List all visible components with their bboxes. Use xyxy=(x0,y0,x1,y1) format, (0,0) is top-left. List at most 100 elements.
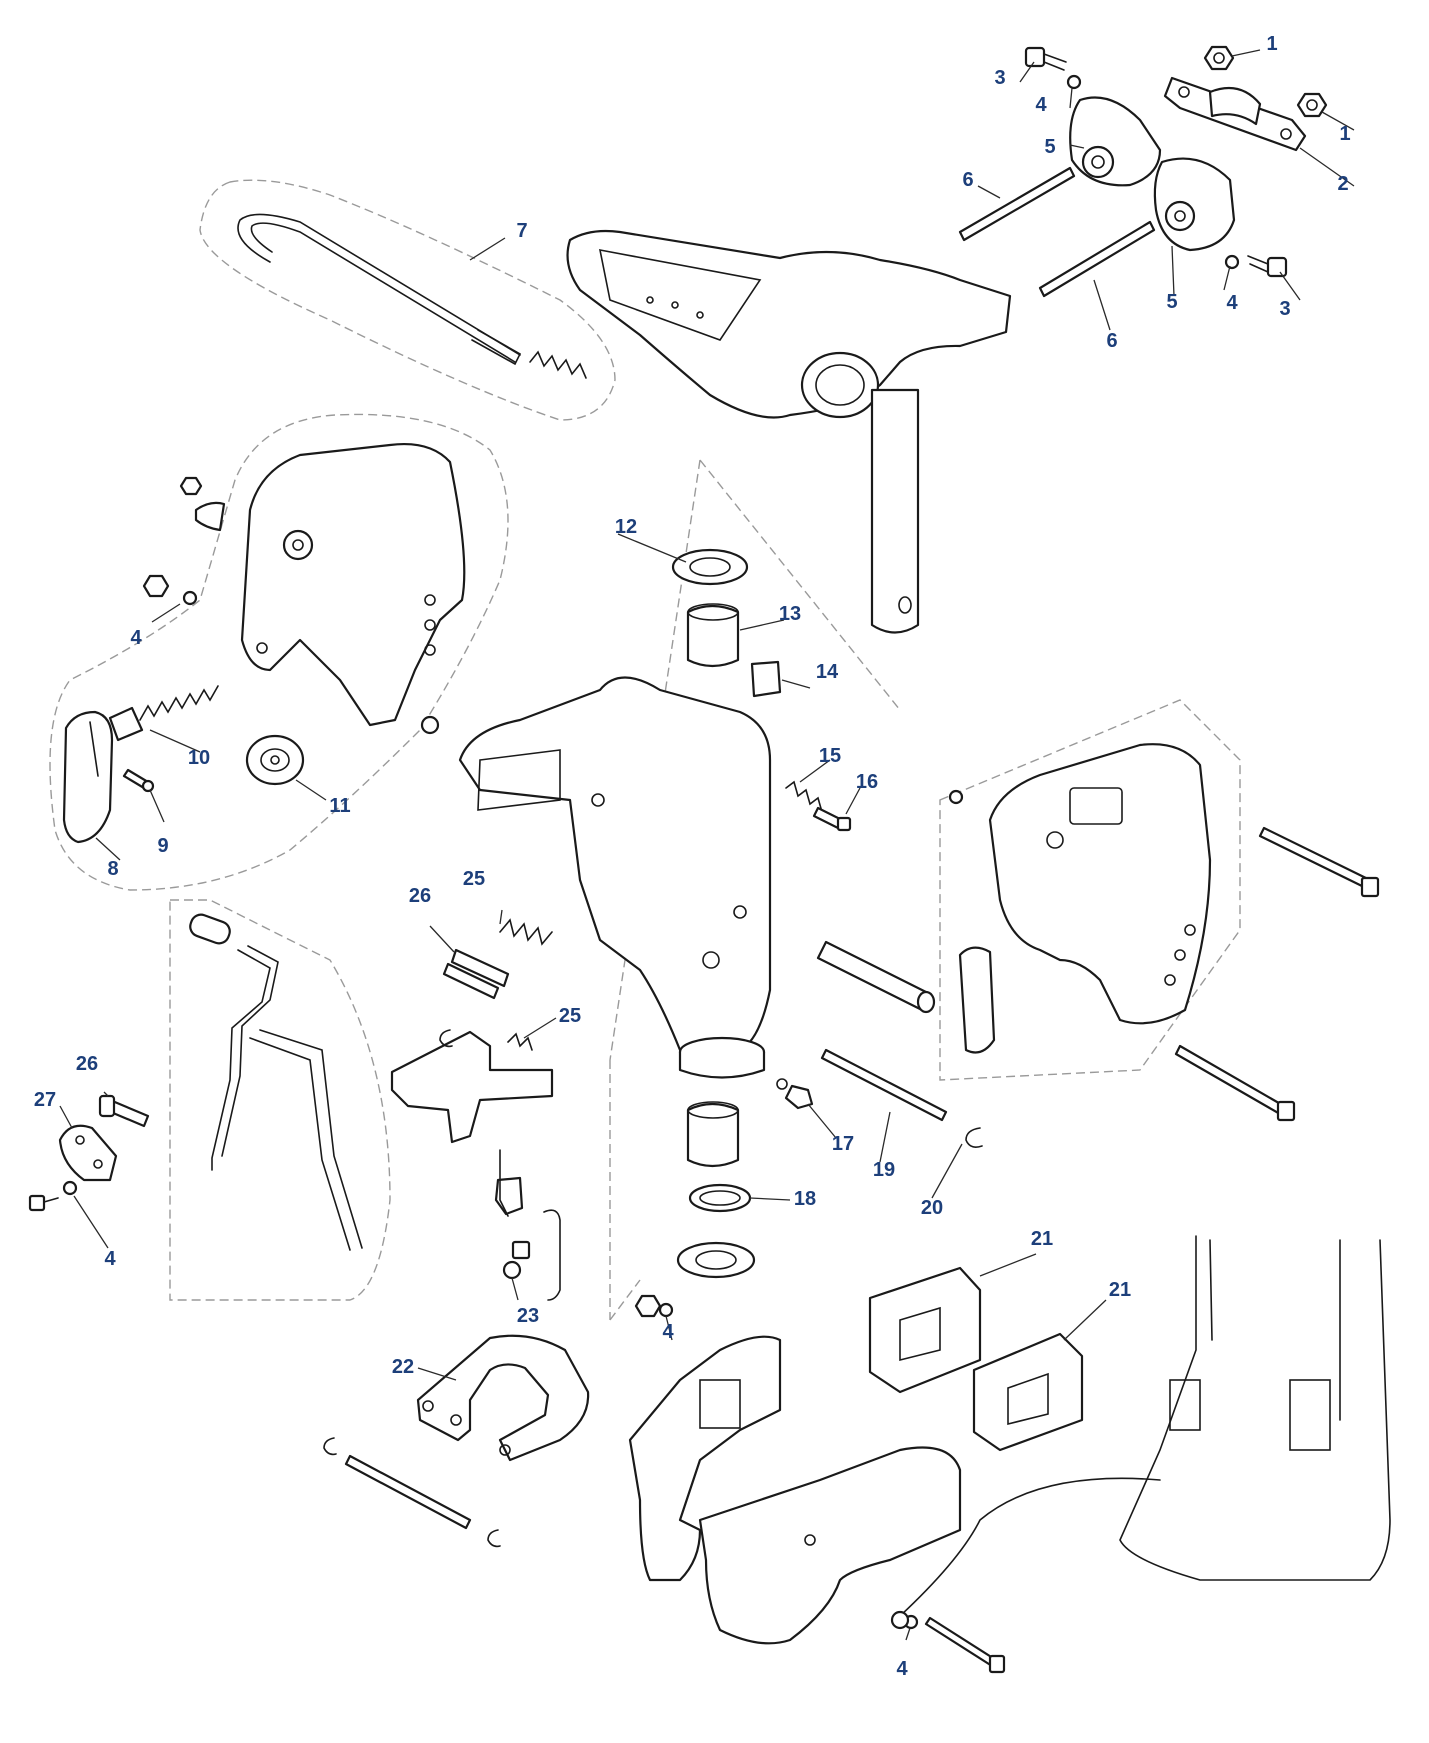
screw-lower-left xyxy=(28,1194,59,1212)
group-outline-left-clamp-bracket xyxy=(49,413,509,891)
tilt-lever-spring-7 xyxy=(529,350,587,379)
tilt-lock-link-rods xyxy=(189,913,363,1251)
mount-rubber-5-lower xyxy=(1153,157,1236,252)
callout-label: 6 xyxy=(962,169,973,191)
callout-label: 21 xyxy=(1109,1279,1131,1301)
bushing-lower xyxy=(686,1101,740,1168)
washer-lower xyxy=(676,1241,756,1279)
bolt-lower-center xyxy=(924,1616,1006,1674)
link-rod-short xyxy=(543,1209,561,1301)
clamp-bracket-left xyxy=(240,443,466,727)
grease-nipple-17 xyxy=(776,1078,814,1110)
thru-pin-lower-left xyxy=(344,1454,472,1530)
ground-wire-lead xyxy=(890,1477,1161,1630)
flange-nut-1-upper xyxy=(1203,45,1235,71)
tilt-lever-rod-7 xyxy=(237,213,522,366)
washer-4-a xyxy=(1066,74,1082,90)
callout-label: 1 xyxy=(1266,33,1277,55)
stud-6-lower xyxy=(1038,220,1156,298)
bolt-right-lower xyxy=(1174,1044,1296,1122)
callout-label: 15 xyxy=(819,745,841,767)
washer-12 xyxy=(671,548,749,586)
grommet-11 xyxy=(245,734,305,786)
lower-unit-outline xyxy=(1119,1235,1391,1581)
lock-nut-4-left xyxy=(142,574,170,598)
callout-label: 3 xyxy=(994,67,1005,89)
clip-left-bracket xyxy=(194,501,226,532)
callout-label: 25 xyxy=(559,1005,581,1027)
swivel-shaft xyxy=(870,388,920,634)
callout-label: 25 xyxy=(463,868,485,890)
snap-ring-20 xyxy=(965,1127,983,1148)
group-outline-right-clamp-bracket xyxy=(939,699,1241,1081)
callout-label: 18 xyxy=(794,1188,816,1210)
washer-4-b xyxy=(1224,254,1240,270)
callout-label: 4 xyxy=(896,1658,908,1680)
callout-label: 10 xyxy=(188,747,210,769)
collar-small xyxy=(420,715,440,735)
group-outline-swivel-shaft xyxy=(609,459,901,1321)
callout-label: 4 xyxy=(662,1321,674,1343)
fitting-23 xyxy=(502,1240,531,1280)
callout-label: 22 xyxy=(392,1356,414,1378)
spring-25-upper xyxy=(499,918,553,946)
callout-label: 16 xyxy=(856,771,878,793)
lock-nut-4-lower xyxy=(634,1294,662,1318)
callout-label: 5 xyxy=(1166,291,1177,313)
callout-label: 5 xyxy=(1044,136,1055,158)
callout-label: 26 xyxy=(76,1053,98,1075)
snap-ring-lower-left-a xyxy=(323,1437,337,1456)
pin-26-upper xyxy=(442,948,510,1000)
spring-15 xyxy=(785,780,823,813)
callout-label: 14 xyxy=(816,661,839,683)
tilt-lock-frame-22 xyxy=(416,1334,590,1462)
bolt-3-lower xyxy=(1247,255,1288,278)
lower-mount-housing xyxy=(628,1335,782,1582)
callout-label: 27 xyxy=(34,1089,56,1111)
callout-label: 26 xyxy=(409,885,431,907)
stud-6-upper xyxy=(958,166,1076,242)
swivel-housing xyxy=(458,676,772,1079)
callout-label: 1 xyxy=(1339,123,1350,145)
clamp-plate-2 xyxy=(1163,76,1307,152)
lock-nut-left-bracket xyxy=(179,476,203,496)
callout-label: 17 xyxy=(832,1133,854,1155)
spring-25-lower xyxy=(507,1032,533,1051)
lever-8 xyxy=(62,710,114,844)
pin-9 xyxy=(122,768,155,793)
bolt-right-upper xyxy=(1258,826,1380,898)
o-ring-18 xyxy=(688,1183,752,1213)
rubber-block-21-b xyxy=(972,1332,1084,1452)
screw-16 xyxy=(812,806,852,832)
group-outline-tilt-lock-links xyxy=(169,899,391,1301)
washer-right-top xyxy=(948,789,964,805)
callout-label: 7 xyxy=(516,220,527,242)
washer-4-c xyxy=(182,590,198,606)
callouts: 1123344444455667891011121314151617181920… xyxy=(34,33,1351,1680)
spacer-tube xyxy=(816,940,936,1014)
spring-rod-10 xyxy=(108,685,219,742)
pin-26-lower xyxy=(98,1094,150,1128)
mount-rubber-5-upper xyxy=(1069,96,1162,187)
link-rod-lower xyxy=(499,1149,509,1217)
callout-label: 23 xyxy=(517,1305,539,1327)
thru-pin-19 xyxy=(820,1048,948,1122)
callout-label: 3 xyxy=(1279,298,1290,320)
tilt-lock-lever-bracket xyxy=(390,1030,554,1144)
snap-ring-lower-left-b xyxy=(487,1529,501,1548)
bushing-13 xyxy=(686,603,740,668)
callout-label: 4 xyxy=(1226,292,1238,314)
callout-label: 8 xyxy=(107,858,118,880)
washer-4-d xyxy=(62,1180,78,1196)
callout-label: 6 xyxy=(1106,330,1117,352)
washer-4-e xyxy=(658,1302,674,1318)
callout-label: 11 xyxy=(329,795,350,817)
block-14 xyxy=(750,660,782,698)
callout-label: 12 xyxy=(615,516,637,538)
bolt-3-upper xyxy=(1024,46,1067,71)
snap-ring-small xyxy=(439,1029,453,1048)
group-outline-tilt-lever xyxy=(199,179,616,421)
callout-label: 4 xyxy=(1035,94,1047,116)
lower-mount-lever xyxy=(698,1446,962,1645)
